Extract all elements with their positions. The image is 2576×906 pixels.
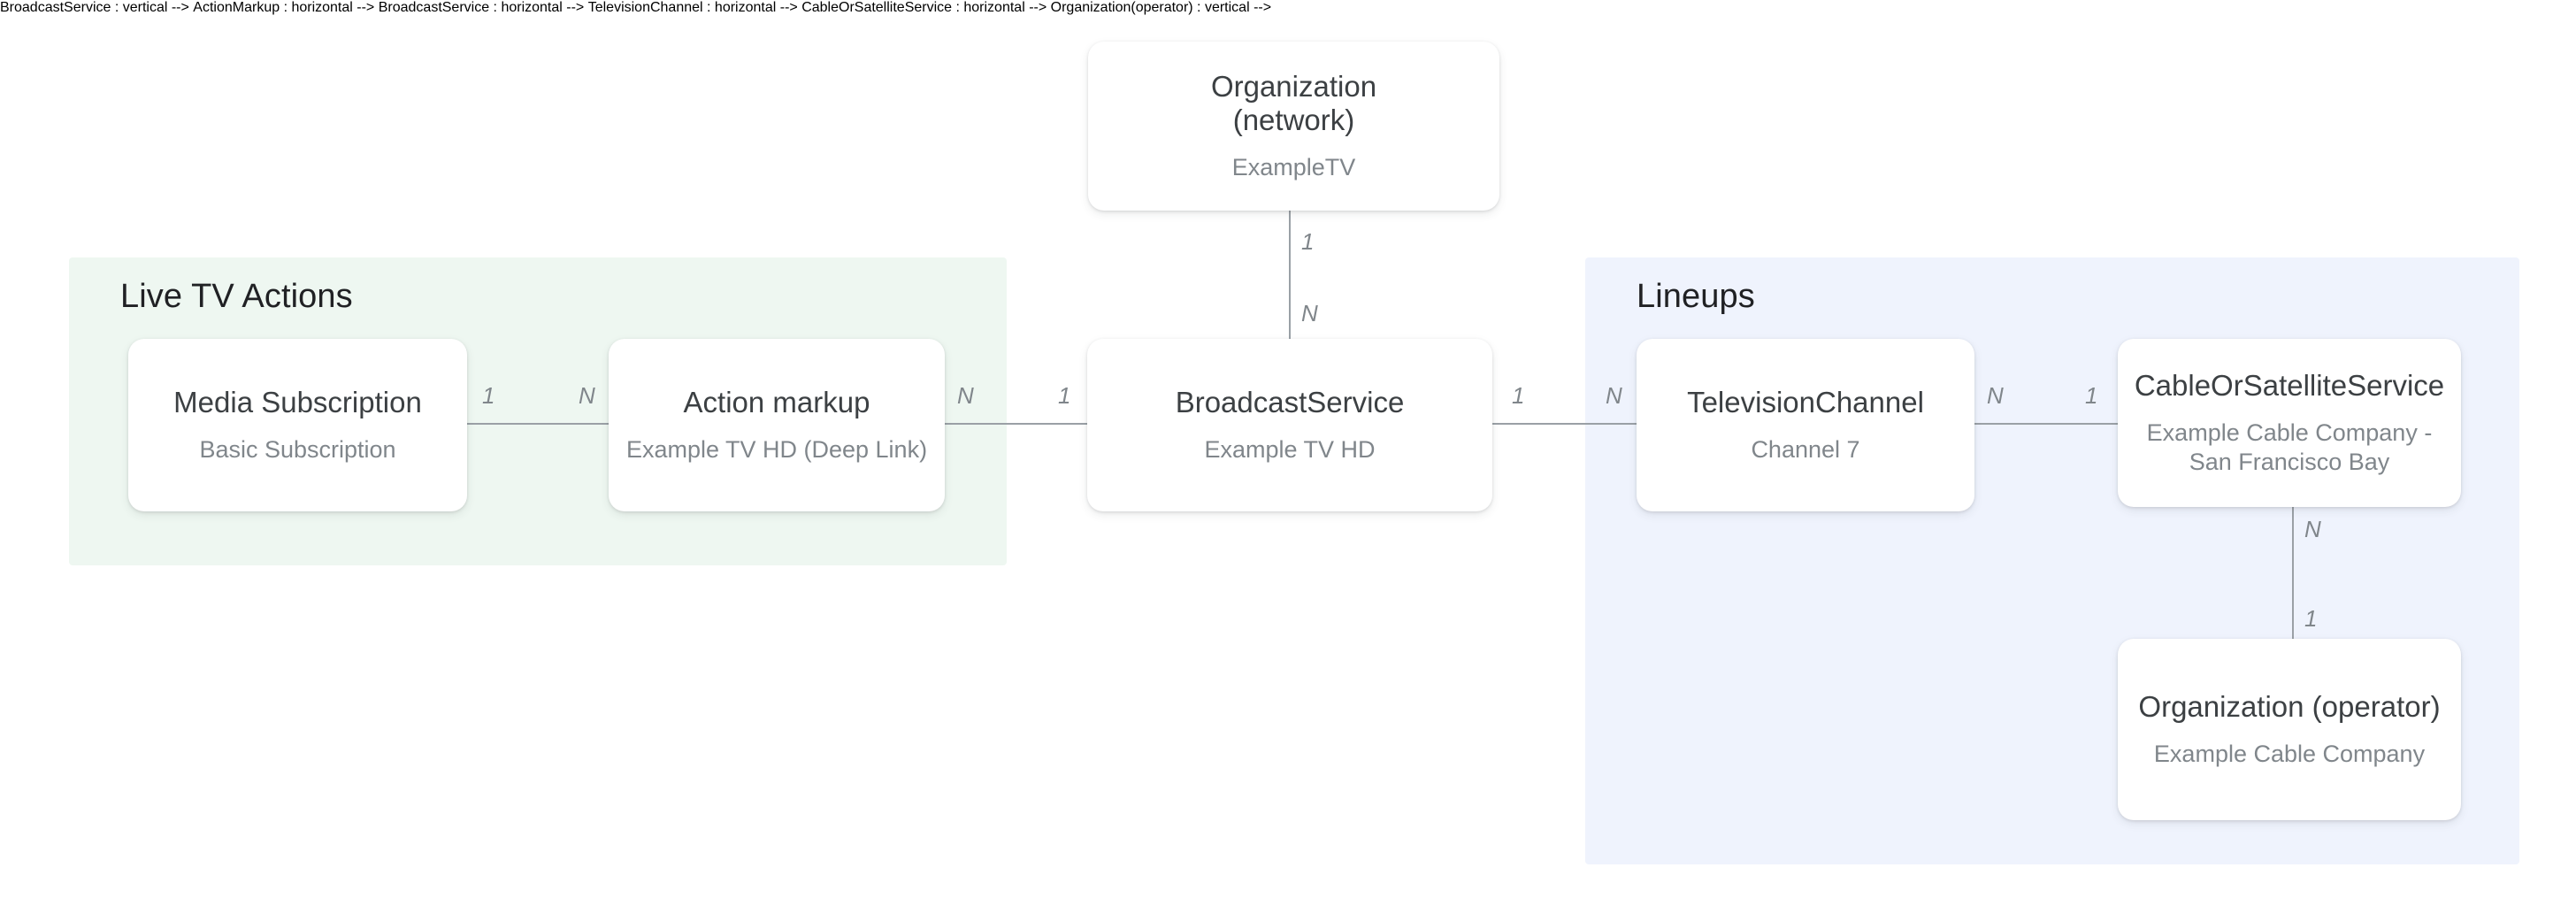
node-subtitle-media-subscription: Basic Subscription [199,436,396,463]
cardinality-action-markup-right: N [957,382,974,409]
node-subtitle-organization-network: ExampleTV [1231,154,1356,180]
node-title-broadcast-service: BroadcastService [1175,386,1405,418]
node-title-organization-network: Organization (network) [1210,70,1377,136]
node-subtitle-action-markup: Example TV HD (Deep Link) [625,436,928,463]
cardinality-television-channel-right: N [1987,382,2004,409]
node-television-channel[interactable]: TelevisionChannel Channel 7 [1637,339,1974,511]
node-subtitle-cable-or-satellite-service: Example Cable Company - San Francisco Ba… [2146,419,2433,475]
group-title-lineups: Lineups [1637,278,1755,315]
cardinality-org-operator-top: 1 [2304,605,2318,632]
node-title-media-subscription: Media Subscription [173,386,422,418]
edge-line-cable-service-to-org-operator [2292,506,2294,639]
node-title-action-markup: Action markup [683,386,870,418]
cardinality-broadcast-service-top: N [1301,300,1318,326]
cardinality-action-markup-left: N [579,382,595,409]
group-title-live-tv-actions: Live TV Actions [120,278,353,315]
node-title-cable-or-satellite-service: CableOrSatelliteService [2134,369,2445,402]
node-media-subscription[interactable]: Media Subscription Basic Subscription [128,339,467,511]
cardinality-cable-service-bottom: N [2304,516,2321,542]
cardinality-cable-service-left: 1 [2085,382,2098,409]
edge-line-media-subscription-to-action-markup [467,423,609,425]
node-organization-operator[interactable]: Organization (operator) Example Cable Co… [2118,639,2461,820]
cardinality-media-subscription-right: 1 [482,382,495,409]
node-cable-or-satellite-service[interactable]: CableOrSatelliteService Example Cable Co… [2118,339,2461,507]
node-broadcast-service[interactable]: BroadcastService Example TV HD [1087,339,1492,511]
node-subtitle-organization-operator: Example Cable Company [2153,741,2426,767]
node-title-organization-operator: Organization (operator) [2138,690,2441,723]
cardinality-org-network-bottom: 1 [1301,228,1315,255]
node-subtitle-broadcast-service: Example TV HD [1204,436,1376,463]
edge-line-television-channel-to-cable-service [1974,423,2118,425]
cardinality-broadcast-service-right: 1 [1512,382,1525,409]
edge-line-broadcast-service-to-television-channel [1492,423,1637,425]
node-title-television-channel: TelevisionChannel [1687,386,1924,418]
edge-line-org-network-to-broadcast-service [1289,211,1291,340]
cardinality-broadcast-service-left: 1 [1058,382,1071,409]
node-subtitle-television-channel: Channel 7 [1751,436,1860,463]
node-organization-network[interactable]: Organization (network) ExampleTV [1088,42,1499,211]
cardinality-television-channel-left: N [1606,382,1622,409]
node-action-markup[interactable]: Action markup Example TV HD (Deep Link) [609,339,945,511]
edge-line-action-markup-to-broadcast-service [945,423,1087,425]
